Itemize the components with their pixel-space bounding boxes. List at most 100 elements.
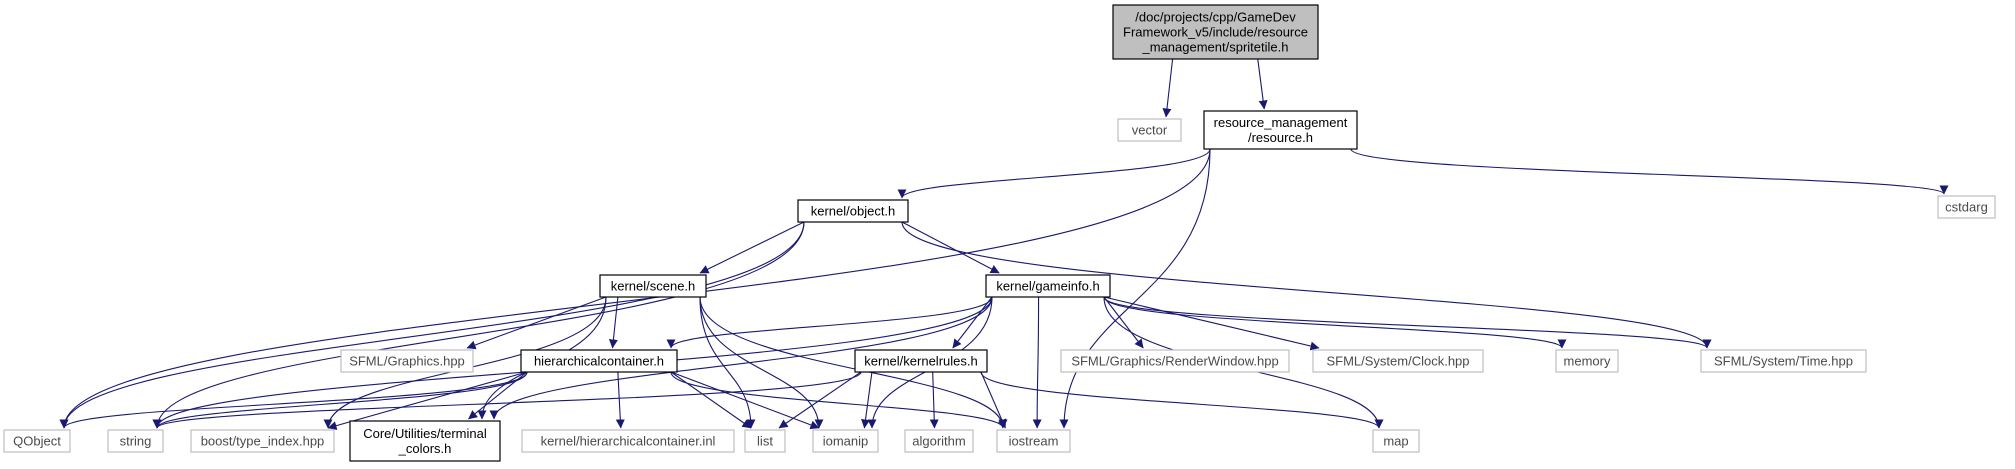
edge-kernelrules-to-string: [152, 371, 862, 429]
node-resource[interactable]: resource_management/resource.h: [1203, 110, 1358, 150]
edge-gameinfo-to-hierarchical: [666, 296, 993, 349]
node-sfml_graphics: SFML/Graphics.hpp: [340, 349, 474, 373]
edge-hierarchical-to-list: [670, 371, 752, 429]
node-object-label: kernel/object.h: [811, 204, 896, 219]
node-type_index-label: boost/type_index.hpp: [201, 434, 325, 449]
edge-hierarchical-to-string: [152, 371, 528, 429]
node-algorithm-label: algorithm: [912, 434, 965, 449]
edge-object-to-string: [152, 221, 805, 429]
node-scene-label: kernel/scene.h: [611, 279, 696, 294]
node-iomanip: iomanip: [812, 429, 879, 453]
node-time: SFML/System/Time.hpp: [1700, 349, 1867, 373]
node-gameinfo-label: kernel/gameinfo.h: [996, 279, 1099, 294]
node-hierarchical-label: hierarchicalcontainer.h: [534, 354, 664, 369]
edge-gameinfo-to-kernelrules: [952, 296, 993, 349]
node-gameinfo[interactable]: kernel/gameinfo.h: [985, 274, 1111, 298]
edge-gameinfo-to-terminal_colors: [489, 296, 993, 420]
node-spritetile: /doc/projects/cpp/GameDevFramework_v5/in…: [1112, 4, 1319, 60]
node-kernelrules-label: kernel/kernelrules.h: [864, 354, 977, 369]
edge-resource-to-iostream: [1059, 148, 1211, 429]
node-spritetile-label: Framework_v5/include/resource: [1123, 25, 1308, 40]
node-map: map: [1372, 429, 1420, 453]
edge-object-to-gameinfo: [901, 221, 1000, 274]
node-algorithm-box: [904, 429, 974, 453]
node-terminal_colors-label: _colors.h: [398, 441, 452, 456]
node-clock-label: SFML/System/Clock.hpp: [1326, 354, 1469, 369]
node-iomanip-box: [812, 429, 879, 453]
edge-kernelrules-to-map: [980, 371, 1384, 429]
node-iostream-label: iostream: [1009, 434, 1059, 449]
node-object[interactable]: kernel/object.h: [797, 199, 909, 223]
edge-resource-to-qobject: [59, 148, 1211, 429]
node-cstdarg-box: [1937, 195, 1996, 219]
node-hier_inl-label: kernel/hierarchicalcontainer.inl: [541, 434, 716, 449]
node-iomanip-label: iomanip: [823, 434, 869, 449]
node-list-box: [744, 429, 786, 453]
node-clock: SFML/System/Clock.hpp: [1312, 349, 1484, 373]
node-resource-label: /resource.h: [1248, 130, 1313, 145]
node-kernelrules[interactable]: kernel/kernelrules.h: [854, 349, 988, 373]
node-list: list: [744, 429, 786, 453]
node-memory-box: [1555, 349, 1619, 373]
node-list-label: list: [757, 434, 773, 449]
edge-object-to-qobject: [59, 221, 805, 429]
edge-scene-to-sfml_graphics: [466, 296, 607, 350]
node-render_window-label: SFML/Graphics/RenderWindow.hpp: [1071, 354, 1278, 369]
node-qobject-box: [3, 429, 71, 453]
node-resource-label: resource_management: [1214, 115, 1348, 130]
node-sfml_graphics-box: [340, 349, 474, 373]
node-map-box: [1372, 429, 1420, 453]
node-string-box: [107, 429, 164, 453]
edge-object-to-scene: [699, 221, 805, 274]
node-type_index-box: [190, 429, 335, 453]
edge-hierarchical-to-iostream: [670, 371, 1008, 429]
node-hierarchical-box: [520, 349, 678, 373]
node-object-box: [797, 199, 909, 223]
node-time-box: [1700, 349, 1867, 373]
node-spritetile-label: /doc/projects/cpp/GameDev: [1135, 10, 1296, 25]
node-vector-label: vector: [1132, 123, 1168, 138]
node-gameinfo-box: [985, 274, 1111, 298]
edge-scene-to-iomanip: [699, 296, 824, 429]
node-render_window: SFML/Graphics/RenderWindow.hpp: [1060, 349, 1290, 373]
edge-kernelrules-to-iomanip: [861, 371, 873, 429]
node-spritetile-box: [1112, 4, 1319, 60]
edge-gameinfo-to-clock: [1103, 296, 1320, 351]
node-qobject-label: QObject: [13, 434, 61, 449]
node-type_index: boost/type_index.hpp: [190, 429, 335, 453]
edge-gameinfo-to-memory: [1103, 296, 1567, 349]
node-terminal_colors[interactable]: Core/Utilities/terminal_colors.h: [349, 420, 501, 462]
node-sfml_graphics-label: SFML/Graphics.hpp: [349, 354, 465, 369]
edge-object-to-time: [901, 221, 1712, 349]
edge-kernelrules-to-algorithm: [929, 371, 939, 429]
edge-kernelrules-to-list: [778, 371, 862, 429]
node-memory-label: memory: [1564, 354, 1611, 369]
node-qobject: QObject: [3, 429, 71, 453]
edge-hierarchical-to-iomanip: [670, 371, 820, 430]
dependency-nodes: /doc/projects/cpp/GameDevFramework_v5/in…: [3, 4, 1996, 462]
node-string-label: string: [120, 434, 152, 449]
node-hier_inl-box: [521, 429, 735, 453]
node-terminal_colors-label: Core/Utilities/terminal: [363, 426, 487, 441]
dependency-edges: [59, 58, 1949, 431]
edge-hierarchical-to-hier_inl: [615, 371, 625, 429]
node-vector-box: [1117, 118, 1182, 142]
node-map-label: map: [1383, 434, 1408, 449]
node-time-label: SFML/System/Time.hpp: [1714, 354, 1853, 369]
node-cstdarg-label: cstdarg: [1945, 200, 1988, 215]
edge-spritetile-to-vector: [1162, 58, 1174, 118]
edge-resource-to-object: [897, 148, 1211, 199]
node-kernelrules-box: [854, 349, 988, 373]
edge-hierarchical-to-type_index: [327, 371, 528, 431]
node-clock-box: [1312, 349, 1484, 373]
edge-hierarchical-to-terminal_colors: [468, 371, 528, 420]
edge-scene-to-list: [699, 296, 756, 429]
node-iostream: iostream: [996, 429, 1071, 453]
node-hier_inl: kernel/hierarchicalcontainer.inl: [521, 429, 735, 453]
edge-kernelrules-to-iostream: [980, 371, 1007, 429]
node-scene[interactable]: kernel/scene.h: [599, 274, 707, 298]
node-vector: vector: [1117, 118, 1182, 142]
node-hierarchical[interactable]: hierarchicalcontainer.h: [520, 349, 678, 373]
node-cstdarg: cstdarg: [1937, 195, 1996, 219]
